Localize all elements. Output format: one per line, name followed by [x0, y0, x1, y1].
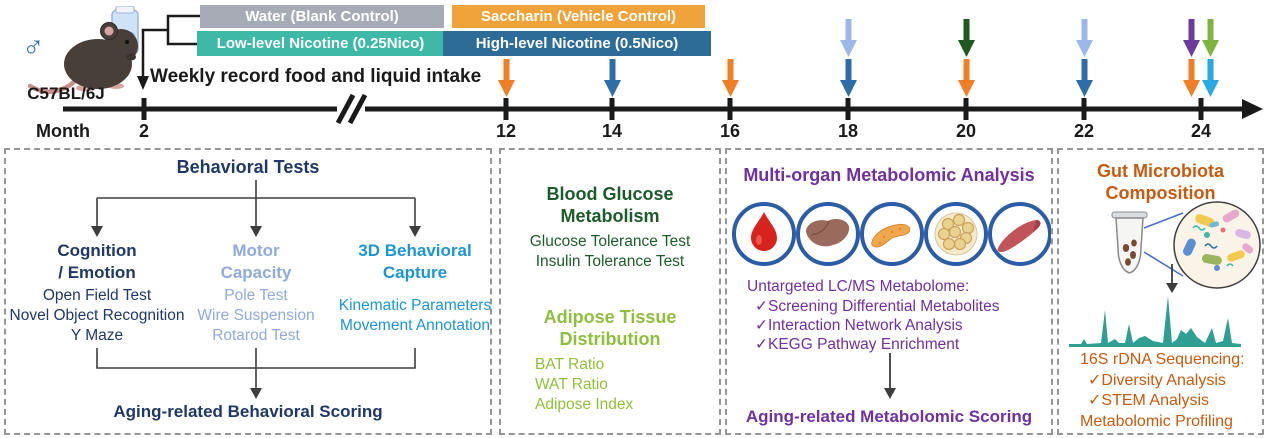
dose-arrow-darkgreen-month-20 — [957, 19, 975, 57]
sequencing-lead: 16S rDNA Sequencing: — [1080, 351, 1245, 368]
panel-multiorgan: Multi-organ Metabolomic Analysis — [725, 148, 1053, 435]
dose-arrow-orange-month-16 — [721, 59, 739, 97]
month-tick-2: 2 — [138, 121, 149, 141]
dose-arrow-orange-month-20 — [957, 59, 975, 97]
behavioral-scoring-label: Aging-related Behavioral Scoring — [113, 402, 383, 421]
month-tick-12: 12 — [495, 121, 517, 141]
weekly-note: Weekly record food and liquid intake — [150, 66, 482, 87]
dose-arrow-lightblue-month-18 — [839, 19, 857, 57]
bacteria-magnifier-icon — [1173, 201, 1261, 289]
multiorgan-title: Multi-organ Metabolomic Analysis — [743, 165, 1035, 185]
organ-icons-row — [732, 202, 1051, 266]
strain-label: C57BL/6J — [27, 84, 105, 103]
month-tick-16: 16 — [719, 121, 741, 141]
month-tick-22: 22 — [1073, 121, 1095, 141]
panel-metabolism: Blood Glucose Metabolism Glucose Toleran… — [499, 148, 721, 435]
blood-glucose-title: Blood Glucose Metabolism — [546, 184, 674, 226]
dose-arrow-orange-month-12 — [497, 59, 515, 97]
lcms-items: ✓Screening Differential Metabolites ✓Int… — [755, 298, 1000, 353]
panel-microbiota: Gut Microbiota Composition — [1057, 148, 1264, 435]
pancreas-icon — [860, 202, 924, 266]
microbiota-flow-arrow — [1166, 264, 1178, 293]
dose-arrow-yellowgreen-month-24 — [1202, 19, 1219, 57]
glucose-tests: Glucose Tolerance Test Insulin Tolerance… — [529, 233, 691, 270]
group-low-nicotine: Low-level Nicotine (0.25Nico) — [197, 31, 444, 56]
mouse-and-bottle-illustration — [28, 6, 139, 94]
metabolomic-scoring-label: Aging-related Metabolomic Scoring — [745, 407, 1033, 426]
dose-arrow-orange-month-24 — [1183, 59, 1200, 97]
mouse-icon — [28, 22, 138, 94]
month-tick-24: 24 — [1190, 121, 1212, 141]
group-high-nicotine: High-level Nicotine (0.5Nico) — [443, 31, 711, 56]
col-motor-capacity: Motor Capacity — [220, 241, 292, 282]
adipose-measures: BAT Ratio WAT Ratio Adipose Index — [535, 356, 634, 413]
microbiota-title: Gut Microbiota Composition — [1097, 161, 1224, 203]
dose-arrow-steelblue-month-22 — [1075, 59, 1093, 97]
lcms-lead: Untargeted LC/MS Metabolome: — [747, 278, 970, 295]
panel-title: Behavioral Tests — [176, 157, 320, 177]
group-bracket-connector — [137, 14, 200, 90]
adipose-title: Adipose Tissue Distribution — [543, 307, 677, 349]
month-axis-label: Month — [36, 121, 90, 141]
dose-arrow-cyan-month-24 — [1202, 59, 1219, 97]
month-tick-18: 18 — [837, 121, 859, 141]
liver-icon — [796, 202, 860, 266]
chromatogram-icon — [1069, 296, 1241, 347]
dose-arrow-steelblue-month-14 — [603, 59, 621, 97]
sequencing-items: ✓Diversity Analysis ✓STEM Analysis — [1088, 372, 1226, 409]
group-saccharin: Saccharin (Vehicle Control) — [452, 5, 705, 28]
timeline-axis — [63, 93, 1263, 125]
dose-arrow-purple-month-24 — [1183, 19, 1200, 57]
fecal-sample-illustration — [1111, 201, 1261, 293]
panel-behavioral-tests: Behavioral Tests Cognition / Emotion Ope… — [4, 148, 492, 435]
male-symbol: ♂ — [22, 30, 45, 63]
blood-icon — [732, 202, 796, 266]
metabolomic-profiling-label: Metabolomic Profiling — [1080, 413, 1233, 430]
col-3d-capture: 3D Behavioral Capture — [358, 241, 472, 282]
dose-arrow-lightblue-month-22 — [1075, 19, 1093, 57]
behavioral-flow-arrows — [91, 180, 421, 399]
muscle-icon — [988, 202, 1051, 266]
adipose-tissue-icon — [924, 202, 988, 266]
multiorgan-flow-arrow — [884, 353, 896, 399]
group-water: Water (Blank Control) — [200, 5, 444, 28]
col-cognition-emotion: Cognition / Emotion — [57, 241, 137, 282]
axis-break-icon — [335, 93, 368, 125]
sample-tube-icon — [1111, 211, 1148, 274]
month-tick-20: 20 — [955, 121, 977, 141]
dose-arrow-steelblue-month-18 — [839, 59, 857, 97]
capture-outputs: Kinematic Parameters Movement Annotation — [338, 297, 492, 334]
cognition-tests: Open Field Test Novel Object Recognition… — [9, 287, 185, 344]
motor-tests: Pole Test Wire Suspension Rotarod Test — [197, 287, 315, 344]
month-tick-14: 14 — [601, 121, 623, 141]
